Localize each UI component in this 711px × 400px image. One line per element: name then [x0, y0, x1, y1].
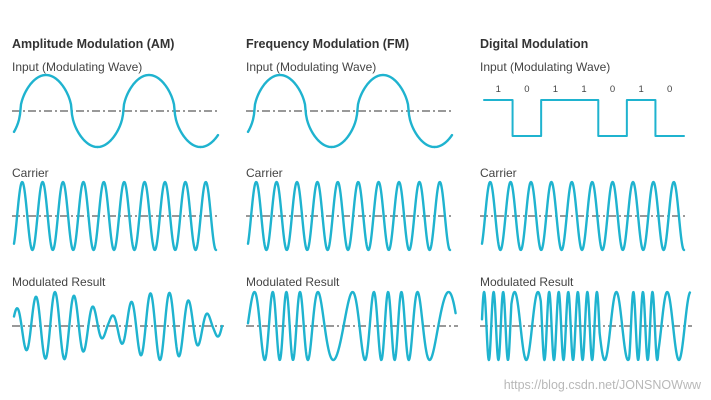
digital-carrier-label: Carrier — [480, 166, 517, 180]
fm-carrier-label: Carrier — [246, 166, 283, 180]
am-title: Amplitude Modulation (AM) — [12, 37, 175, 51]
bit-label: 0 — [609, 84, 616, 95]
digital-input-line — [483, 99, 685, 137]
carrier-wave-line — [480, 180, 686, 252]
digital-column: Digital Modulation Input (Modulating Wav… — [480, 0, 694, 400]
digital-input-label: Input (Modulating Wave) — [480, 60, 611, 74]
digital-result-label: Modulated Result — [480, 275, 574, 289]
fm-modulated-wave — [246, 290, 458, 362]
digital-carrier-wave — [480, 180, 688, 252]
digital-modulated-wave — [480, 290, 692, 362]
carrier-wave-line — [12, 180, 218, 252]
fm-result-label: Modulated Result — [246, 275, 340, 289]
bit-label: 0 — [524, 84, 530, 95]
input-wave-line — [12, 73, 220, 149]
bit-label: 1 — [638, 84, 644, 95]
fm-carrier-wave — [246, 180, 454, 252]
bit-sequence: 1 0 1 1 0 1 0 — [480, 84, 690, 98]
watermark: https://blog.csdn.net/JONSNOWww — [503, 378, 701, 392]
fm-input-label: Input (Modulating Wave) — [246, 60, 377, 74]
am-column: Amplitude Modulation (AM) Input (Modulat… — [12, 0, 228, 400]
am-input-wave — [12, 73, 220, 149]
am-carrier-wave — [12, 180, 220, 252]
fm-input-wave — [246, 73, 454, 149]
digital-input-wave — [483, 99, 685, 137]
am-modulated-wave — [12, 290, 224, 362]
fm-title: Frequency Modulation (FM) — [246, 37, 410, 51]
bit-label: 1 — [581, 84, 587, 95]
am-input-label: Input (Modulating Wave) — [12, 60, 143, 74]
am-carrier-label: Carrier — [12, 166, 49, 180]
digital-modulated-line — [480, 290, 692, 362]
fm-column: Frequency Modulation (FM) Input (Modulat… — [246, 0, 462, 400]
bit-label: 1 — [495, 84, 501, 95]
fm-modulated-line — [246, 290, 457, 362]
bit-label: 1 — [552, 84, 559, 95]
bit-label: 0 — [667, 84, 673, 95]
am-result-label: Modulated Result — [12, 275, 106, 289]
carrier-wave-line — [246, 180, 452, 252]
am-modulated-line — [12, 290, 224, 362]
digital-title: Digital Modulation — [480, 37, 589, 51]
input-wave-line — [246, 73, 454, 149]
